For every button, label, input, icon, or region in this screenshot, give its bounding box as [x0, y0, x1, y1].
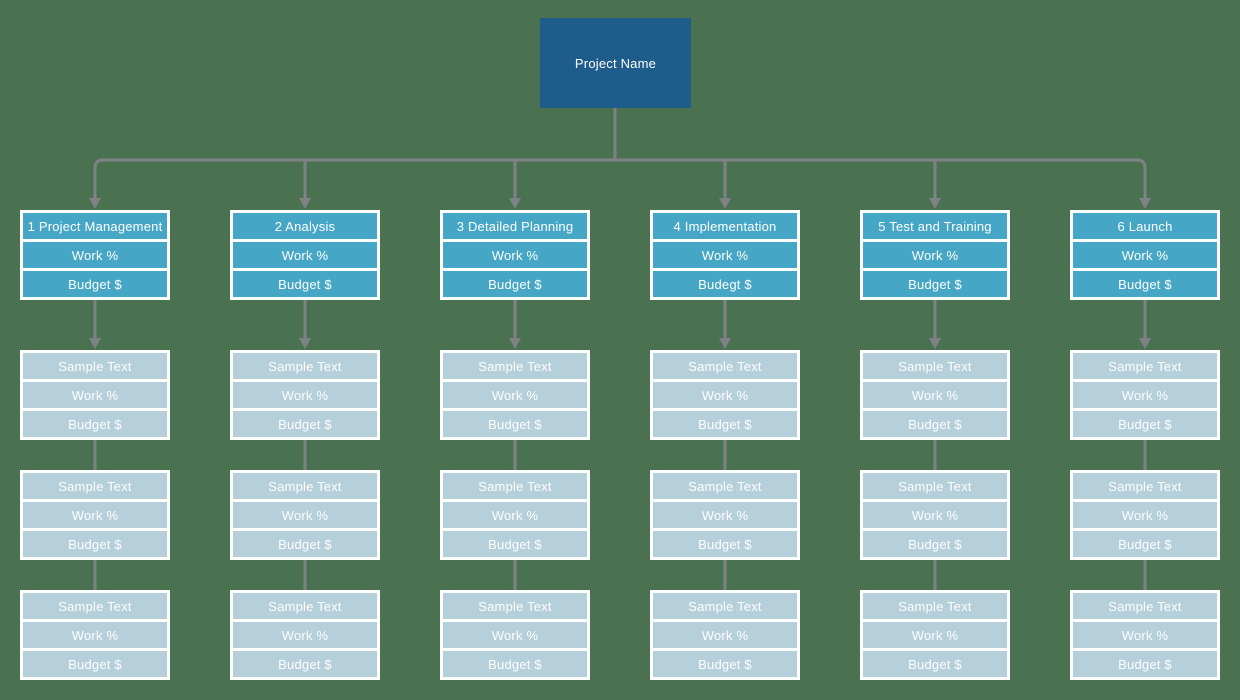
node-title: Sample Text	[443, 473, 587, 499]
node-budget-row: Budget $	[443, 411, 587, 437]
level1-node-analysis[interactable]: 2 Analysis Work % Budget $	[230, 210, 380, 300]
node-budget-row: Budget $	[233, 411, 377, 437]
node-work-row: Work %	[23, 382, 167, 408]
node-budget-row: Budget $	[233, 651, 377, 677]
node-title: Sample Text	[443, 593, 587, 619]
level2-node[interactable]: Sample Text Work % Budget $	[20, 590, 170, 680]
node-title: Sample Text	[233, 473, 377, 499]
level2-node[interactable]: Sample Text Work % Budget $	[20, 350, 170, 440]
node-budget-row: Budget $	[1073, 271, 1217, 297]
node-work-row: Work %	[653, 382, 797, 408]
level2-node[interactable]: Sample Text Work % Budget $	[860, 350, 1010, 440]
level1-node-implementation[interactable]: 4 Implementation Work % Budegt $	[650, 210, 800, 300]
node-budget-row: Budget $	[443, 531, 587, 557]
node-work-row: Work %	[233, 382, 377, 408]
node-budget-row: Budget $	[1073, 651, 1217, 677]
level2-node[interactable]: Sample Text Work % Budget $	[20, 470, 170, 560]
node-work-row: Work %	[653, 622, 797, 648]
node-budget-row: Budegt $	[653, 271, 797, 297]
node-title: Sample Text	[23, 353, 167, 379]
node-title: 3 Detailed Planning	[443, 213, 587, 239]
node-budget-row: Budget $	[653, 531, 797, 557]
node-title: 5 Test and Training	[863, 213, 1007, 239]
node-title: Sample Text	[233, 353, 377, 379]
level1-node-test-and-training[interactable]: 5 Test and Training Work % Budget $	[860, 210, 1010, 300]
level2-node[interactable]: Sample Text Work % Budget $	[1070, 350, 1220, 440]
level2-node[interactable]: Sample Text Work % Budget $	[230, 590, 380, 680]
level2-node[interactable]: Sample Text Work % Budget $	[230, 470, 380, 560]
node-work-row: Work %	[1073, 382, 1217, 408]
level2-node[interactable]: Sample Text Work % Budget $	[1070, 590, 1220, 680]
node-work-row: Work %	[863, 382, 1007, 408]
node-work-row: Work %	[233, 242, 377, 268]
node-work-row: Work %	[443, 382, 587, 408]
root-node-label: Project Name	[574, 55, 657, 71]
level2-node[interactable]: Sample Text Work % Budget $	[440, 470, 590, 560]
node-budget-row: Budget $	[23, 411, 167, 437]
node-title: Sample Text	[653, 593, 797, 619]
node-title: Sample Text	[1073, 593, 1217, 619]
node-budget-row: Budget $	[653, 651, 797, 677]
level2-node[interactable]: Sample Text Work % Budget $	[440, 350, 590, 440]
node-budget-row: Budget $	[23, 271, 167, 297]
node-work-row: Work %	[1073, 622, 1217, 648]
level2-node[interactable]: Sample Text Work % Budget $	[1070, 470, 1220, 560]
node-title: Sample Text	[1073, 353, 1217, 379]
node-budget-row: Budget $	[233, 271, 377, 297]
node-budget-row: Budget $	[23, 531, 167, 557]
node-title: Sample Text	[863, 473, 1007, 499]
node-work-row: Work %	[443, 242, 587, 268]
node-title: Sample Text	[443, 353, 587, 379]
node-work-row: Work %	[443, 622, 587, 648]
node-budget-row: Budget $	[863, 531, 1007, 557]
level2-node[interactable]: Sample Text Work % Budget $	[860, 590, 1010, 680]
node-title: 6 Launch	[1073, 213, 1217, 239]
node-title: 4 Implementation	[653, 213, 797, 239]
node-work-row: Work %	[23, 622, 167, 648]
node-work-row: Work %	[863, 242, 1007, 268]
node-budget-row: Budget $	[1073, 531, 1217, 557]
level1-node-project-management[interactable]: 1 Project Management Work % Budget $	[20, 210, 170, 300]
node-budget-row: Budget $	[443, 651, 587, 677]
node-budget-row: Budget $	[233, 531, 377, 557]
level2-node[interactable]: Sample Text Work % Budget $	[650, 590, 800, 680]
node-budget-row: Budget $	[863, 411, 1007, 437]
node-work-row: Work %	[233, 502, 377, 528]
level2-node[interactable]: Sample Text Work % Budget $	[650, 350, 800, 440]
node-work-row: Work %	[1073, 242, 1217, 268]
level1-node-launch[interactable]: 6 Launch Work % Budget $	[1070, 210, 1220, 300]
node-budget-row: Budget $	[863, 651, 1007, 677]
node-budget-row: Budget $	[1073, 411, 1217, 437]
node-title: Sample Text	[233, 593, 377, 619]
node-title: Sample Text	[23, 473, 167, 499]
node-budget-row: Budget $	[653, 411, 797, 437]
node-work-row: Work %	[23, 242, 167, 268]
node-title: Sample Text	[653, 473, 797, 499]
node-budget-row: Budget $	[863, 271, 1007, 297]
level2-node[interactable]: Sample Text Work % Budget $	[230, 350, 380, 440]
node-title: Sample Text	[863, 353, 1007, 379]
level2-node[interactable]: Sample Text Work % Budget $	[860, 470, 1010, 560]
node-title: Sample Text	[863, 593, 1007, 619]
level2-node[interactable]: Sample Text Work % Budget $	[440, 590, 590, 680]
node-title: Sample Text	[1073, 473, 1217, 499]
node-title: 2 Analysis	[233, 213, 377, 239]
level1-node-detailed-planning[interactable]: 3 Detailed Planning Work % Budget $	[440, 210, 590, 300]
node-budget-row: Budget $	[23, 651, 167, 677]
node-work-row: Work %	[653, 242, 797, 268]
node-title: Sample Text	[653, 353, 797, 379]
node-title: Sample Text	[23, 593, 167, 619]
level2-node[interactable]: Sample Text Work % Budget $	[650, 470, 800, 560]
node-work-row: Work %	[863, 622, 1007, 648]
node-work-row: Work %	[653, 502, 797, 528]
root-node[interactable]: Project Name	[540, 18, 691, 108]
node-work-row: Work %	[443, 502, 587, 528]
node-work-row: Work %	[863, 502, 1007, 528]
node-budget-row: Budget $	[443, 271, 587, 297]
node-work-row: Work %	[1073, 502, 1217, 528]
node-work-row: Work %	[23, 502, 167, 528]
node-work-row: Work %	[233, 622, 377, 648]
node-title: 1 Project Management	[23, 213, 167, 239]
